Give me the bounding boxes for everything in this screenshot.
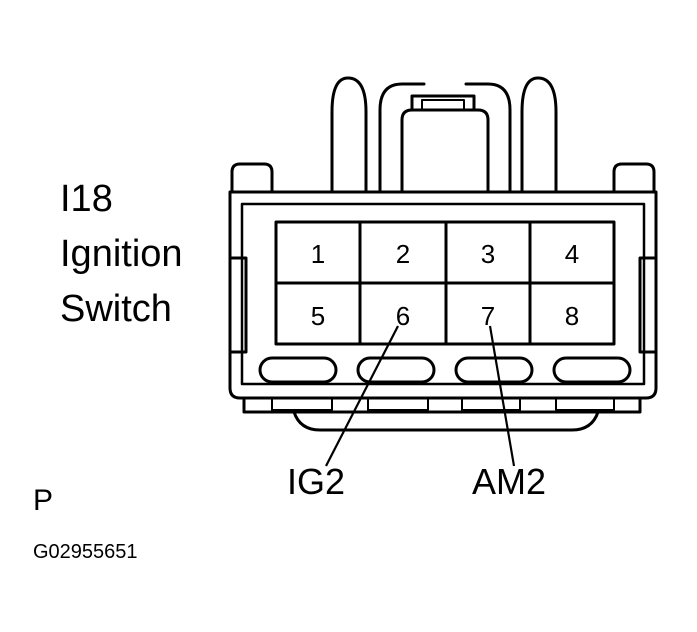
figure-code: G02955651: [33, 541, 138, 563]
leader-line-ig2: [325, 325, 399, 467]
wire-label-ig2: IG2: [287, 461, 346, 502]
right-rail: [638, 256, 656, 354]
terminal-number: 1: [311, 239, 325, 269]
left-rail: [230, 256, 248, 354]
terminal-number: 7: [481, 301, 495, 331]
terminal-number: 3: [481, 239, 495, 269]
lock-slot: [356, 356, 436, 384]
lock-slot: [454, 356, 534, 384]
bottom-skirt: [242, 396, 642, 414]
connector-name: Ignition: [60, 233, 183, 275]
terminal-number: 2: [396, 239, 410, 269]
terminal-number: 6: [396, 301, 410, 331]
connector-latch: [400, 108, 490, 194]
left-shoulder: [230, 162, 274, 194]
page-mark: P: [33, 484, 54, 517]
connector-housing: [228, 190, 658, 400]
terminal-number: 5: [311, 301, 325, 331]
leader-line-am2: [488, 325, 516, 467]
connector-type: Switch: [60, 288, 172, 330]
terminal-number: 4: [565, 239, 579, 269]
bottom-lip: [292, 410, 600, 432]
lock-slot: [258, 356, 338, 384]
right-shoulder: [612, 162, 656, 194]
left-release-arm: [330, 76, 368, 194]
right-release-arm: [520, 76, 558, 194]
connector-id: I18: [60, 178, 113, 220]
terminal-number: 8: [565, 301, 579, 331]
lock-slot: [552, 356, 632, 384]
latch-tab: [410, 94, 476, 112]
wire-label-am2: AM2: [472, 461, 547, 502]
inner-frame: [240, 202, 646, 386]
